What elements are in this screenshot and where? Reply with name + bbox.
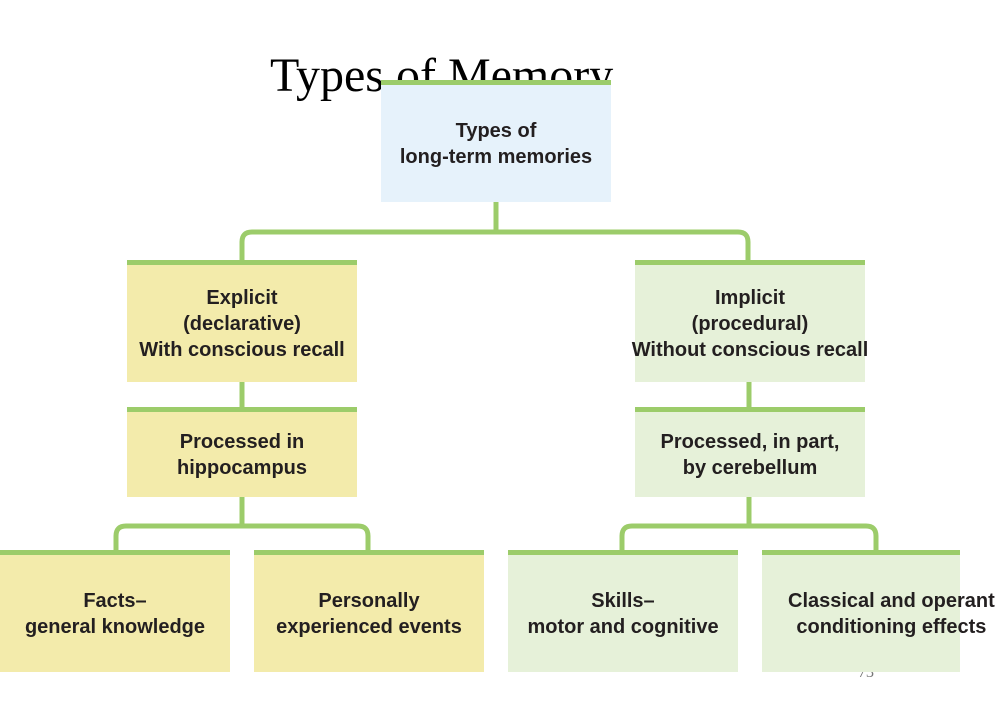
node-long-term-memories: Types of long-term memories <box>381 80 611 202</box>
node-text-line: Processed, in part, <box>660 430 840 453</box>
node-skills: Skills– motor and cognitive <box>508 550 738 672</box>
node-text-line: long-term memories <box>399 145 593 168</box>
node-implicit-memory: Implicit (procedural) Without conscious … <box>632 260 868 382</box>
node-text-line: Facts– <box>83 589 147 612</box>
slide: Types of Memory 73 Types of long-term me… <box>0 51 995 681</box>
node-text-line: Implicit <box>714 286 785 309</box>
node-text-line: experienced events <box>276 615 462 638</box>
node-explicit-memory: Explicit (declarative) With conscious re… <box>127 260 357 382</box>
node-text-line: motor and cognitive <box>527 615 719 638</box>
node-text-line: Personally <box>318 589 420 612</box>
node-text-line: Skills– <box>591 589 655 612</box>
node-cerebellum: Processed, in part, by cerebellum <box>635 407 865 497</box>
node-text-line: general knowledge <box>24 615 206 638</box>
connector-implicit-to-leaves <box>619 497 879 553</box>
node-text-line: conditioning effects <box>796 615 987 638</box>
node-text-line: Without conscious recall <box>631 338 869 361</box>
node-personal-events: Personally experienced events <box>254 550 484 672</box>
node-text-line: hippocampus <box>176 456 307 479</box>
connector-explicit-to-leaves <box>113 497 371 553</box>
node-text-line: Classical and operant <box>788 589 995 612</box>
node-text-line: Types of <box>455 119 537 142</box>
node-text-line: (procedural) <box>691 312 809 335</box>
node-facts: Facts– general knowledge <box>0 550 230 672</box>
node-text-line: With conscious recall <box>139 338 345 361</box>
node-text-line: Processed in <box>179 430 305 453</box>
connector-root-to-branches <box>239 202 751 264</box>
node-text-line: (declarative) <box>183 312 301 335</box>
node-conditioning: Classical and operant conditioning effec… <box>762 550 995 672</box>
node-text-line: by cerebellum <box>682 456 818 479</box>
node-hippocampus: Processed in hippocampus <box>127 407 357 497</box>
node-text-line: Explicit <box>206 286 278 309</box>
connector-lines <box>113 202 879 553</box>
